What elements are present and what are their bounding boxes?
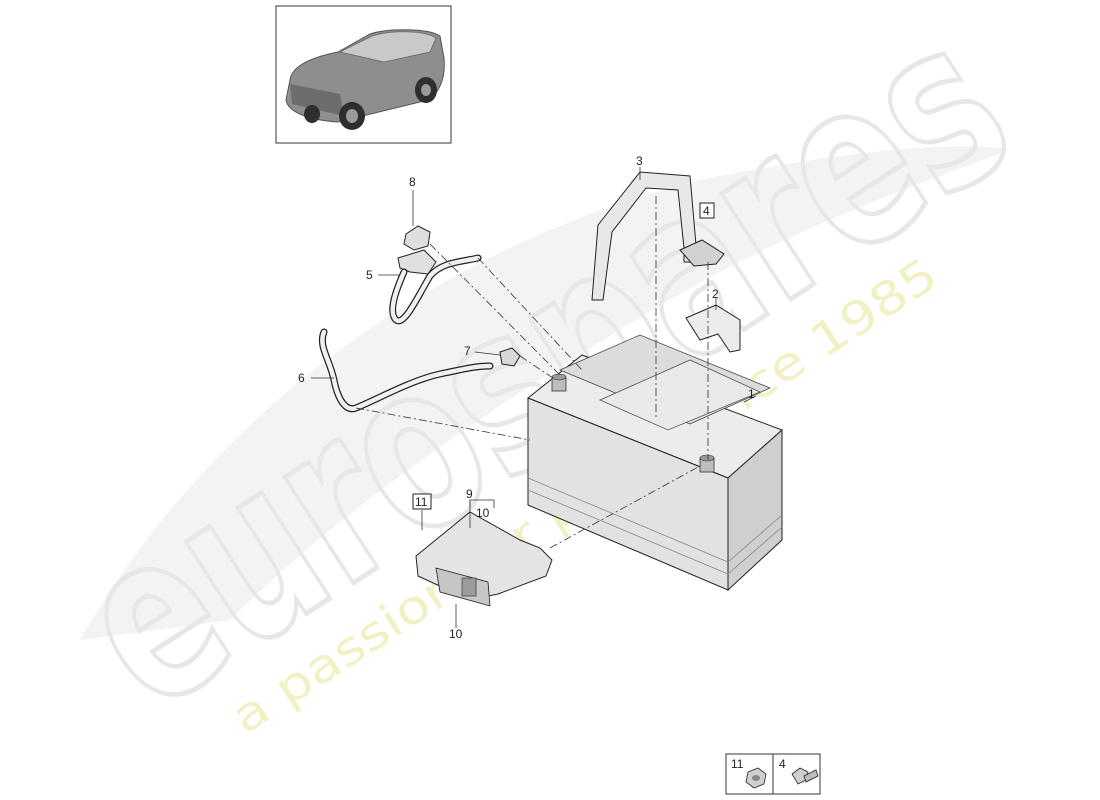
callout-4[interactable]: 4 <box>703 204 710 218</box>
legend-label-4: 4 <box>779 757 786 771</box>
flange-nut-icon <box>745 767 767 789</box>
callouts: 1 2 3 4 5 6 7 8 9 10 10 11 <box>298 154 755 641</box>
callout-3[interactable]: 3 <box>636 154 643 168</box>
callout-4-box <box>699 202 715 219</box>
watermark-brand: eurospares <box>35 0 1053 761</box>
callout-2[interactable]: 2 <box>712 287 719 301</box>
fastener-legend: 11 4 <box>725 753 821 795</box>
fuse-box[interactable] <box>415 511 553 607</box>
callout-10[interactable]: 10 <box>449 627 463 641</box>
battery[interactable] <box>527 334 783 592</box>
callout-10-bracketed[interactable]: 10 <box>476 506 490 520</box>
watermark: eurospares a passion for parts since 198… <box>32 0 1055 764</box>
legend-label-11: 11 <box>731 757 744 771</box>
callout-1[interactable]: 1 <box>748 387 755 401</box>
terminal-cover[interactable] <box>685 304 741 353</box>
callout-11-box <box>412 493 432 510</box>
callout-8[interactable]: 8 <box>409 175 416 189</box>
terminal-posts <box>551 373 715 473</box>
vehicle-thumbnail[interactable] <box>275 5 452 144</box>
callout-9[interactable]: 9 <box>466 487 473 501</box>
callout-7[interactable]: 7 <box>464 344 471 358</box>
watermark-swoosh <box>80 146 1010 640</box>
cable-clip[interactable] <box>403 225 431 251</box>
bolt[interactable] <box>679 239 725 267</box>
grommet[interactable] <box>499 347 521 367</box>
assembly-lines <box>355 196 709 549</box>
callout-6[interactable]: 6 <box>298 371 305 385</box>
bolt-icon <box>791 767 819 785</box>
suv-car-icon <box>285 29 445 130</box>
callout-5[interactable]: 5 <box>366 268 373 282</box>
leader-lines <box>311 167 757 628</box>
callout-11[interactable]: 11 <box>415 495 428 509</box>
ground-cable[interactable] <box>389 249 482 325</box>
